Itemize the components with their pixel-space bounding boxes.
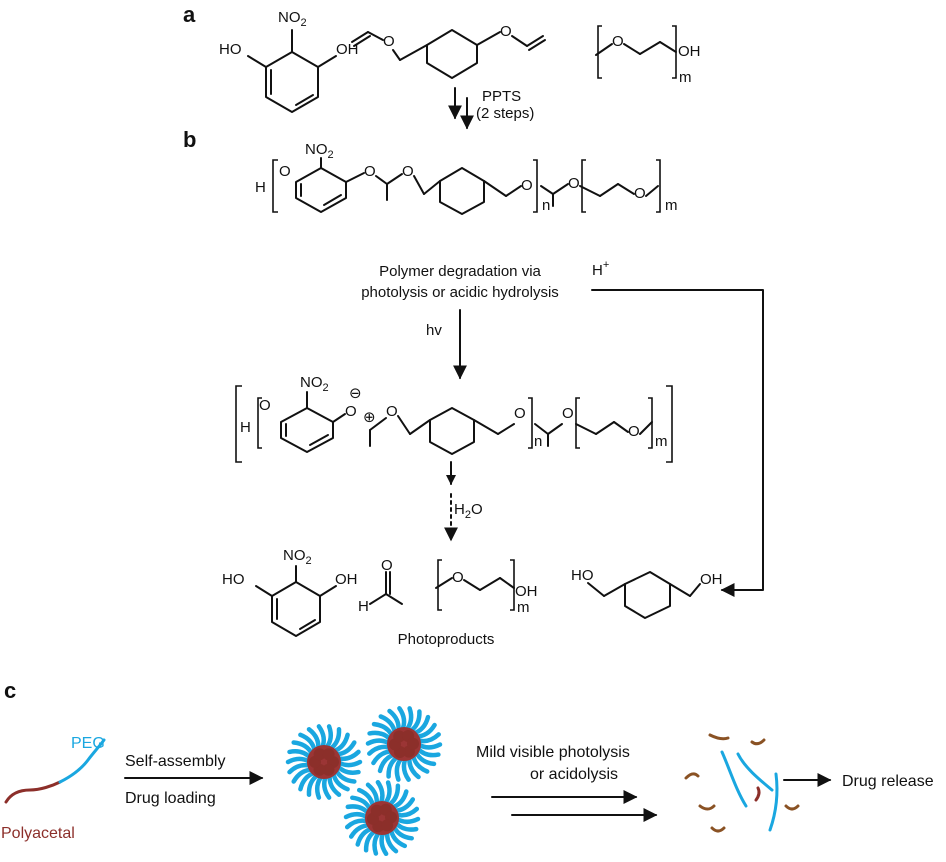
- svg-text:O: O: [612, 33, 624, 50]
- self-assembly-label: Self-assembly: [125, 753, 225, 770]
- photolysis-intermediate: H O NO2 O ⊖ ⊕ O O n O O m: [235, 374, 673, 463]
- svg-text:m: m: [655, 433, 668, 450]
- svg-text:O: O: [345, 403, 357, 420]
- micelle-cluster: [285, 706, 443, 857]
- panel-label-b: b: [183, 127, 196, 152]
- svg-text:NO2: NO2: [300, 374, 329, 394]
- svg-text:O: O: [259, 397, 271, 414]
- svg-text:O: O: [383, 33, 395, 50]
- peg-monomer: O OH m: [595, 25, 701, 86]
- acid-label: H+: [592, 259, 609, 279]
- svg-text:m: m: [665, 197, 678, 214]
- svg-text:NO2: NO2: [305, 141, 334, 161]
- svg-text:HO: HO: [571, 567, 594, 584]
- degradation-title-line2: photolysis or acidic hydrolysis: [361, 284, 559, 301]
- product-acetaldehyde: H O: [358, 557, 403, 615]
- svg-text:O: O: [562, 405, 574, 422]
- svg-text:O: O: [279, 163, 291, 180]
- product-peg: O OH m: [435, 559, 538, 616]
- svg-text:HO: HO: [222, 571, 245, 588]
- hv-label: hv: [426, 322, 442, 339]
- micelle: [285, 724, 363, 800]
- svg-text:OH: OH: [335, 571, 358, 588]
- svg-text:O: O: [364, 163, 376, 180]
- svg-text:O: O: [386, 403, 398, 420]
- ppts-condition: (2 steps): [476, 105, 534, 122]
- svg-text:O: O: [381, 557, 393, 574]
- panel-label-c: c: [4, 678, 16, 703]
- svg-text:O: O: [500, 23, 512, 40]
- ppts-reagent: PPTS: [482, 88, 521, 105]
- svg-text:OH: OH: [515, 583, 538, 600]
- svg-text:O: O: [568, 175, 580, 192]
- micelle: [343, 779, 421, 857]
- svg-text:OH: OH: [700, 571, 723, 588]
- polyacetal-copolymer: H O NO2 O O O n O O m: [255, 141, 678, 215]
- svg-text:H: H: [358, 598, 369, 615]
- drug-loading-label: Drug loading: [125, 790, 216, 807]
- micelle: [365, 706, 443, 782]
- svg-text:n: n: [534, 433, 542, 450]
- svg-text:OH: OH: [336, 41, 359, 58]
- degraded-fragments: [684, 733, 800, 833]
- svg-text:O: O: [628, 423, 640, 440]
- polyacetal-label: Polyacetal: [1, 825, 75, 842]
- svg-text:⊕: ⊕: [363, 409, 376, 426]
- svg-text:O: O: [514, 405, 526, 422]
- svg-text:NO2: NO2: [283, 547, 312, 567]
- drug-release-label: Drug release: [842, 773, 934, 790]
- peg-label: PEG: [71, 735, 105, 752]
- divinyl-ether-monomer: O O: [351, 23, 546, 79]
- acid-hydrolysis-arrow: [591, 289, 764, 597]
- svg-text:H: H: [240, 419, 251, 436]
- svg-text:m: m: [679, 69, 692, 86]
- product-nitroresorcinol: NO2 HO OH: [222, 547, 358, 637]
- photolysis-label-line2: or acidolysis: [530, 766, 618, 783]
- water-label: H2O: [454, 501, 483, 521]
- product-cyclohexanedimethanol: HO OH: [571, 567, 723, 619]
- svg-text:OH: OH: [678, 43, 701, 60]
- svg-text:n: n: [542, 197, 550, 214]
- svg-text:O: O: [634, 185, 646, 202]
- svg-text:O: O: [402, 163, 414, 180]
- svg-text:⊖: ⊖: [349, 385, 362, 402]
- panel-label-a: a: [183, 2, 196, 27]
- svg-text:O: O: [521, 177, 533, 194]
- svg-text:NO2: NO2: [278, 9, 307, 29]
- svg-text:m: m: [517, 599, 530, 616]
- svg-text:O: O: [452, 569, 464, 586]
- svg-text:HO: HO: [219, 41, 242, 58]
- degradation-title-line1: Polymer degradation via: [379, 263, 541, 280]
- block-copolymer-chain: [4, 738, 106, 804]
- photolysis-label-line1: Mild visible photolysis: [476, 744, 630, 761]
- photoproducts-label: Photoproducts: [398, 631, 495, 648]
- nitroresorcinol-molecule: NO2 HO OH: [219, 9, 359, 113]
- svg-text:H: H: [255, 179, 266, 196]
